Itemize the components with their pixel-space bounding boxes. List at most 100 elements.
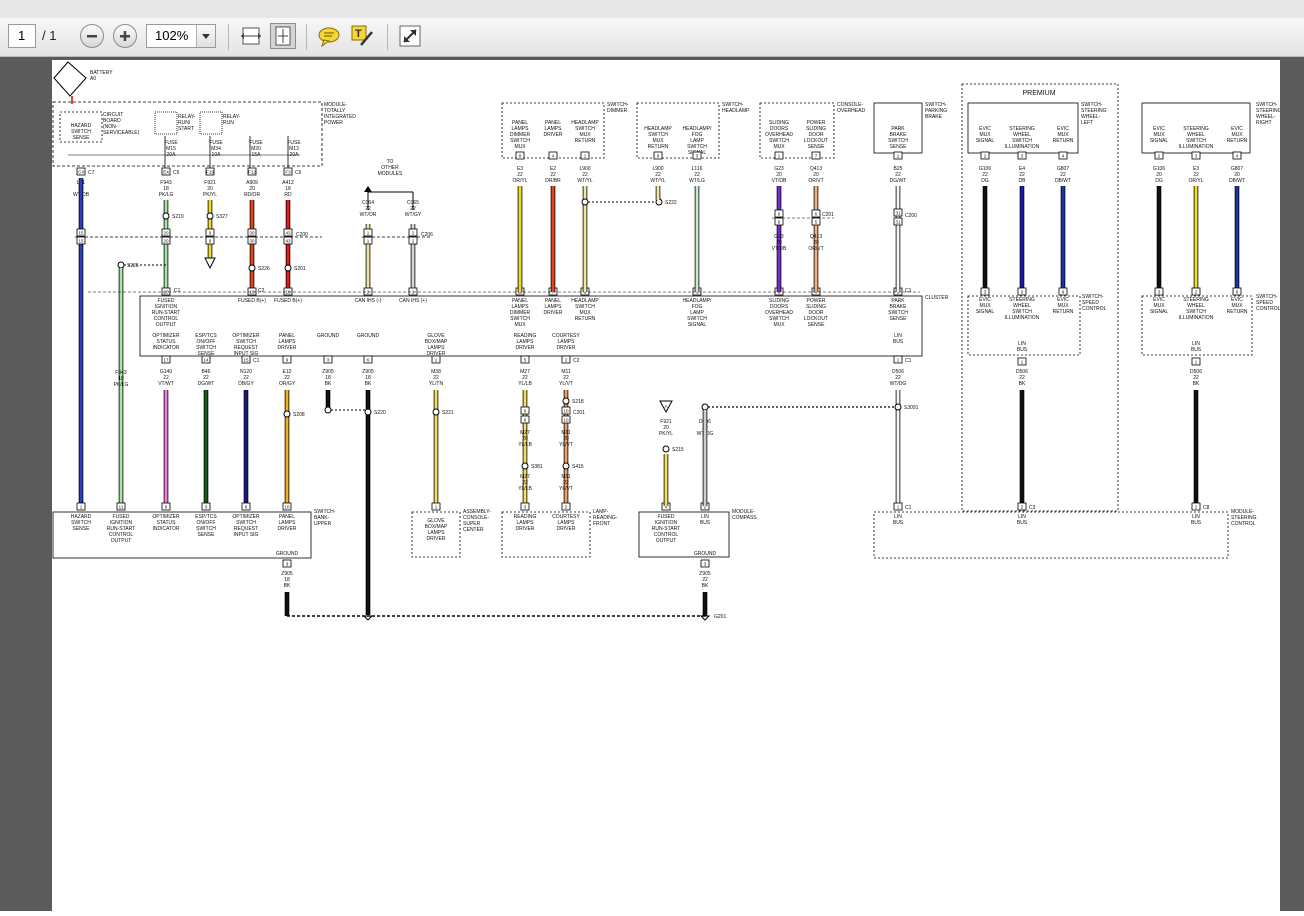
module-label: WHEEL- [1081,114,1101,120]
switch-pin-label: EVIC [979,297,991,303]
wire-label: 22 [550,172,556,178]
wire-label: YL/LB [518,486,532,492]
wire-label: M11 [561,474,571,480]
wire-label: WT/DG [890,381,907,387]
bank-pin-label: LIN [894,514,902,520]
connector-pin [76,502,86,511]
wire-label: 18 [284,577,290,583]
page-number-input[interactable]: 1 [8,24,36,48]
splice-label: S220 [374,410,386,416]
toolbar-divider [228,24,229,50]
bank-pin-label: SENSE [198,532,216,538]
module-label: CONTROL [1082,306,1107,312]
connector-pin [980,287,990,296]
wire-label: WT/LG [689,178,705,184]
switch-pin-label: FOG [692,132,703,138]
connector-pin [520,406,530,415]
highlight-text-button[interactable]: T [349,23,375,49]
pin-number: 6 [245,505,248,510]
wire-label: DG/WT [890,178,907,184]
pin-number: 2 [1158,154,1161,159]
pin-number: 9 [1236,290,1239,295]
fit-page-button[interactable] [270,23,296,49]
wire-label: G106 [979,166,991,172]
pin-number: A [664,404,667,409]
wire-label: OR/VT [808,246,823,252]
expand-icon [399,25,421,47]
switch-pin-label: PARK [891,126,905,132]
ground-label: G201 [714,614,726,620]
module-label: ASSEMBLY- [463,509,491,515]
pin-number: 3 [1158,290,1161,295]
wire-label: 22 [163,375,169,381]
cluster-pin-label: GROUND [357,333,380,339]
wire-label: L900 [579,166,590,172]
bank-pin-label: OPTIMIZER [232,514,260,520]
splice-point [432,408,440,416]
battery-label: A0 [90,76,96,82]
module-label: OVERHEAD [837,108,865,114]
module-tipm [52,101,323,167]
wire-label: F921 [660,419,672,425]
toolbar-divider [387,24,388,50]
cluster-pin-label: DRIVER [427,351,446,357]
cluster-pin-label: MUX [579,310,591,316]
full-screen-button[interactable] [397,23,423,49]
module-label: CONTROL [1256,306,1280,312]
pin-number: 10 [249,290,255,295]
switch-pin-label: MUX [514,144,526,150]
wire-label: B46 [202,369,211,375]
wire-label: YL/VT [559,442,573,448]
switch-pin-label: WHEEL [1013,303,1031,309]
connector-label: C6 [295,170,302,176]
switch-pin-label: SWITCH [769,138,789,144]
pin-number: 5 [815,220,818,225]
connector-label: C1 [905,358,912,364]
fit-width-button[interactable] [238,23,264,49]
pin-number: 2 [1021,290,1024,295]
cluster-pin-label: RUN-START [152,310,180,316]
cluster-pin-label: BRAKE [890,304,908,310]
switch-pin-label: DRIVER [544,132,563,138]
wire-label: VT/WT [158,381,174,387]
module-label: SWITCH- [925,102,947,108]
pin-number: 3 [704,562,707,567]
zoom-out-button[interactable] [80,24,104,48]
wire-label: 22 [284,375,290,381]
bank-pin-label: OUTPUT [111,538,132,544]
splice-label: S3091 [904,405,919,411]
splice-point [562,397,570,405]
wire-label: 22 [895,172,901,178]
bank-pin-label: CONTROL [654,532,679,538]
comment-button[interactable] [316,23,342,49]
wire-label: 22 [982,172,988,178]
wire-label: 22 [203,375,209,381]
wire-label: 20 [1156,172,1162,178]
switch-pin-label: MUX [1231,132,1243,138]
wire-label: 22 [694,172,700,178]
wire-label: OR/YL [1188,178,1203,184]
connector-pin [1232,287,1242,296]
cluster-pin-label: CAN IHS (+) [399,298,427,304]
splice-point [894,403,902,411]
pin-number: 1 [897,505,900,510]
wire-label: E3 [517,166,523,172]
connector-pin [561,406,571,415]
circuit-board-label: BOARD [103,118,121,124]
switch-pin-label: MUX [1231,303,1243,309]
module-label: SUPER [463,521,481,527]
switch-pin-label: POWER [807,120,826,126]
pin-number: 1 [367,239,370,244]
zoom-in-button[interactable] [113,24,137,48]
fuse-label: FUSE [249,140,263,146]
chevron-down-icon[interactable] [196,25,215,47]
cluster-pin-label: BUS [1017,347,1028,353]
switch-pin-label: SIGNAL [1150,138,1169,144]
connector-pin [283,167,293,176]
splice-label: S201 [294,266,306,272]
fuse-label: FUSE [287,140,301,146]
zoom-select[interactable]: 102% [146,24,216,48]
cluster-pin-label: PANEL [279,333,295,339]
wire-label: DG [981,178,989,184]
